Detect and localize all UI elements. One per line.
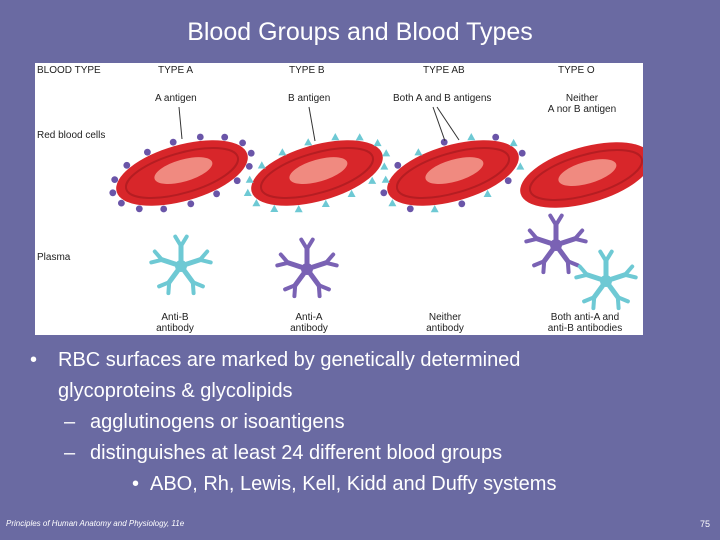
- rbc-type-o-center: [558, 159, 617, 186]
- sub-bullet-item-1: –agglutinogens or isoantigens: [30, 407, 700, 438]
- b-antigen-marker: [516, 162, 525, 170]
- slide-title: Blood Groups and Blood Types: [187, 18, 533, 46]
- b-antigen-marker: [509, 138, 518, 147]
- b-antigen-marker: [245, 175, 254, 183]
- b-antigen-marker: [243, 188, 252, 196]
- bullet-item-1: • RBC surfaces are marked by genetically …: [30, 345, 700, 376]
- antigen-pointer-b: [308, 106, 316, 142]
- a-antigen-marker: [247, 149, 255, 157]
- col-type-o: TYPE O: [558, 65, 595, 76]
- b-antigen-marker: [304, 138, 313, 146]
- col-type-b: TYPE B: [289, 65, 325, 76]
- a-antigen-marker: [123, 161, 131, 169]
- sub-bullet-item-2: –distinguishes at least 24 different blo…: [30, 438, 700, 469]
- a-antigen-marker: [233, 177, 241, 185]
- a-antigen-marker: [118, 199, 125, 207]
- a-antigen-marker: [380, 189, 388, 197]
- anti-a-antibody-type-o: [524, 213, 588, 275]
- antigen-pointer-a: [178, 106, 183, 140]
- antigen-label-a: A antigen: [155, 93, 197, 104]
- antigen-pointer-ab-1: [432, 106, 446, 142]
- rbc-type-b-center: [289, 157, 348, 184]
- blood-types-figure: BLOOD TYPE Red blood cells Plasma TYPE A…: [35, 63, 643, 335]
- dash-marker: –: [64, 442, 76, 464]
- anti-b-antibody: [149, 234, 213, 296]
- bullet-list: • RBC surfaces are marked by genetically …: [30, 345, 700, 500]
- b-antigen-marker: [368, 176, 377, 184]
- a-antigen-marker: [221, 133, 229, 141]
- a-antigen-marker: [144, 148, 151, 156]
- sub-sub-bullet-item-1: • ABO, Rh, Lewis, Kell, Kidd and Duffy sy…: [30, 469, 700, 500]
- a-antigen-marker: [169, 138, 177, 146]
- b-antigen-marker: [347, 189, 356, 197]
- a-antigen-marker: [440, 138, 448, 146]
- rbc-type-ab-center: [425, 157, 484, 184]
- a-antigen-marker: [111, 176, 119, 183]
- bullet-dot: •: [30, 349, 38, 371]
- b-antigen-marker: [257, 161, 266, 169]
- antibody-label-a: Anti-B antibody: [156, 312, 194, 334]
- b-antigen-marker: [467, 133, 476, 141]
- a-antigen-marker: [492, 133, 500, 141]
- a-antigen-marker: [458, 200, 466, 208]
- b-antigen-marker: [294, 205, 303, 213]
- label-plasma: Plasma: [37, 252, 71, 263]
- footer-source: Principles of Human Anatomy and Physiolo…: [6, 519, 185, 528]
- a-antigen-marker: [135, 205, 143, 213]
- bullet-dot: •: [132, 473, 140, 495]
- antibody-label-ab: Neither antibody: [426, 312, 464, 334]
- label-blood-type: BLOOD TYPE: [37, 65, 101, 76]
- a-antigen-marker: [245, 163, 253, 170]
- antigen-pointer-ab-2: [436, 106, 460, 141]
- b-antigen-marker: [355, 133, 364, 141]
- a-antigen-marker: [504, 177, 512, 185]
- rbc-type-b-rim: [259, 146, 375, 200]
- b-antigen-marker: [381, 175, 390, 183]
- a-antigen-marker: [394, 161, 402, 169]
- a-antigen-marker: [160, 205, 168, 213]
- antibody-label-b: Anti-A antibody: [290, 312, 328, 334]
- rbc-type-a-center: [154, 157, 213, 184]
- rbc-type-a-rim: [124, 146, 240, 200]
- a-antigen-marker: [239, 139, 247, 147]
- dash-marker: –: [64, 411, 76, 433]
- b-antigen-marker: [373, 138, 382, 147]
- sub-bullet-text-1: agglutinogens or isoantigens: [90, 411, 345, 433]
- a-antigen-marker: [406, 205, 414, 213]
- sub-sub-bullet-text-1: ABO, Rh, Lewis, Kell, Kidd and Duffy sys…: [150, 473, 557, 495]
- b-antigen-marker: [483, 189, 492, 197]
- anti-b-antibody-type-o: [574, 249, 638, 311]
- b-antigen-marker: [252, 199, 261, 207]
- a-antigen-marker: [196, 133, 204, 141]
- rbc-type-ab-rim: [395, 146, 511, 200]
- col-type-ab: TYPE AB: [423, 65, 465, 76]
- sub-bullet-text-2: distinguishes at least 24 different bloo…: [90, 442, 503, 464]
- antibody-label-o: Both anti-A and anti-B antibodies: [547, 312, 623, 334]
- bullet-text-1b: glycoproteins & glycolipids: [58, 380, 293, 402]
- b-antigen-marker: [270, 204, 279, 212]
- bullet-item-1-cont: glycoproteins & glycolipids: [30, 376, 700, 407]
- rbc-type-o-rim: [528, 148, 643, 202]
- a-antigen-marker: [213, 190, 221, 198]
- b-antigen-marker: [321, 199, 330, 207]
- anti-a-antibody: [275, 237, 339, 299]
- blood-types-illustration: [109, 106, 643, 311]
- b-antigen-marker: [331, 133, 340, 141]
- antigen-label-ab: Both A and B antigens: [393, 93, 492, 104]
- bullet-text-1a: RBC surfaces are marked by genetically d…: [58, 349, 521, 371]
- b-antigen-marker: [380, 162, 389, 170]
- label-red-blood-cells: Red blood cells: [37, 130, 106, 141]
- col-type-a: TYPE A: [158, 65, 194, 76]
- b-antigen-marker: [430, 205, 439, 213]
- b-antigen-marker: [388, 199, 397, 207]
- b-antigen-marker: [382, 149, 391, 157]
- b-antigen-marker: [414, 148, 423, 156]
- antigen-label-b: B antigen: [288, 93, 331, 104]
- b-antigen-marker: [278, 148, 287, 156]
- a-antigen-marker: [187, 200, 195, 208]
- antigen-label-o: Neither A nor B antigen: [547, 93, 617, 115]
- a-antigen-marker: [109, 189, 117, 197]
- page-number: 75: [699, 519, 710, 529]
- a-antigen-marker: [518, 149, 526, 157]
